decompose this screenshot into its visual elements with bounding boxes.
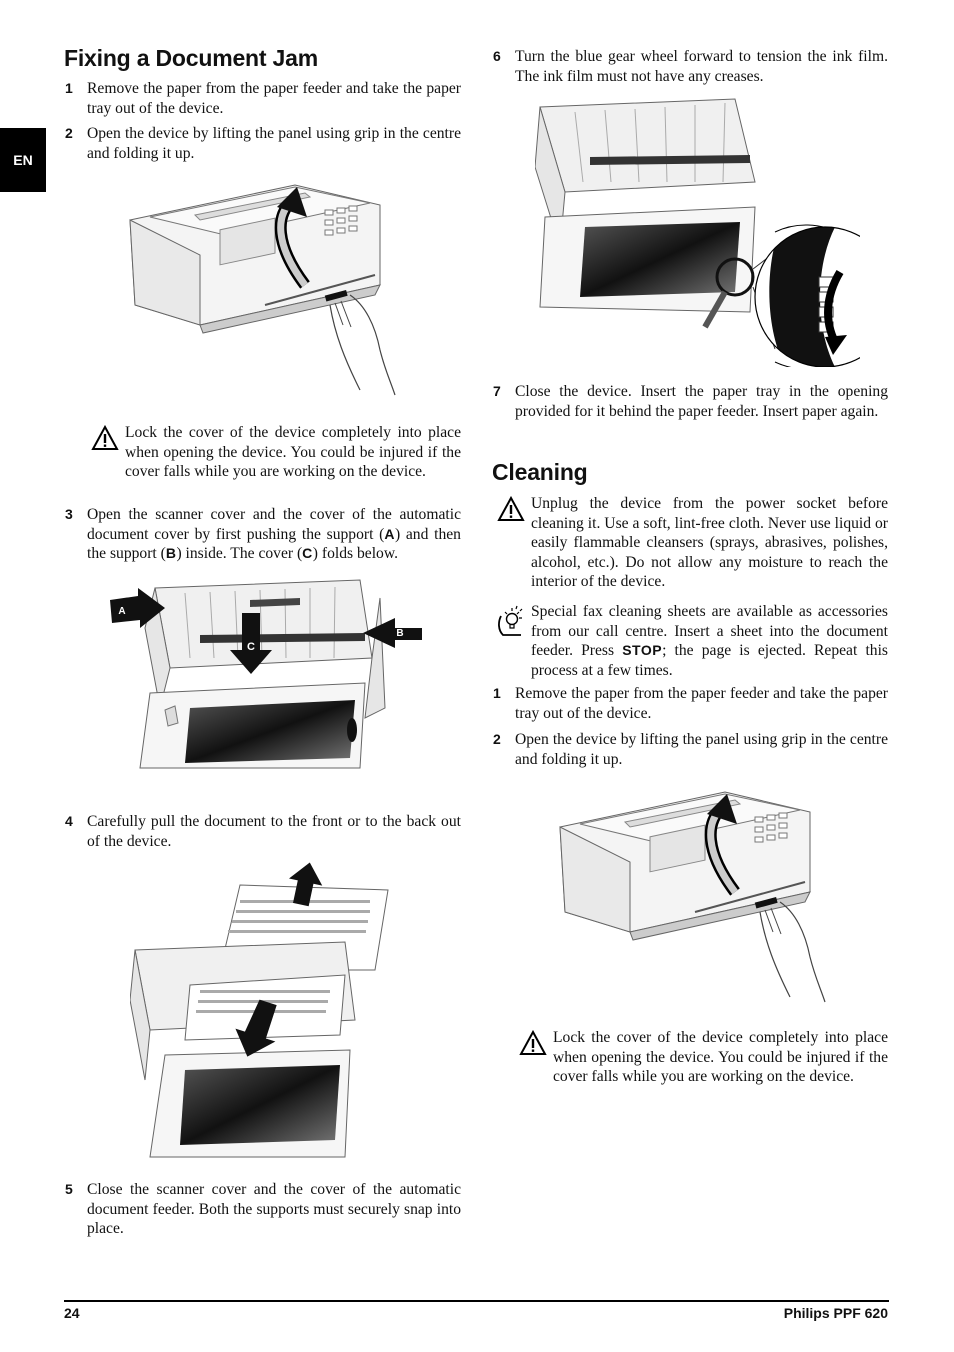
fax-lift-panel-illustration bbox=[129, 184, 396, 396]
label-a: A bbox=[118, 606, 125, 617]
warning-triangle-icon bbox=[519, 1030, 547, 1055]
fax-document-removal-illustration bbox=[130, 862, 389, 1158]
right-warning-note-lock: Lock the cover of the device completely … bbox=[519, 1028, 888, 1087]
left-warning-note-1: Lock the cover of the device completely … bbox=[91, 423, 461, 482]
fax-gear-wheel-illustration bbox=[535, 98, 860, 367]
right-tip-note: Special fax cleaning sheets are availabl… bbox=[498, 602, 888, 680]
left-step-2: 2 Open the device by lifting the panel u… bbox=[65, 125, 461, 162]
warning-triangle-icon bbox=[497, 496, 525, 521]
product-name: Philips PPF 620 bbox=[783, 1305, 888, 1321]
warning-triangle-icon bbox=[91, 425, 119, 450]
right-step-6: 6 Turn the blue gear wheel forward to te… bbox=[493, 48, 888, 85]
language-tab: EN bbox=[0, 128, 46, 192]
right-step-7: 7 Close the device. Insert the paper tra… bbox=[493, 383, 888, 420]
right-step-1: 1 Remove the paper from the paper feeder… bbox=[493, 685, 888, 722]
page-number: 24 bbox=[64, 1305, 80, 1321]
label-c: C bbox=[247, 641, 255, 653]
label-b: B bbox=[396, 628, 403, 639]
left-step-3: 3 Open the scanner cover and the cover o… bbox=[65, 506, 461, 562]
fax-open-abc-illustration: A B C bbox=[110, 579, 422, 769]
fax-lift-panel-illustration-right bbox=[559, 791, 826, 1003]
right-warning-note-cleaning: Unplug the device from the power socket … bbox=[497, 494, 888, 592]
heading-fixing-document-jam: Fixing a Document Jam bbox=[64, 45, 318, 71]
heading-cleaning: Cleaning bbox=[492, 459, 588, 485]
right-step-2: 2 Open the device by lifting the panel u… bbox=[493, 731, 888, 768]
left-step-1: 1 Remove the paper from the paper feeder… bbox=[65, 80, 461, 117]
left-step-4: 4 Carefully pull the document to the fro… bbox=[65, 813, 461, 850]
footer-rule bbox=[64, 1300, 889, 1302]
lightbulb-tip-icon bbox=[498, 605, 523, 636]
left-step-5: 5 Close the scanner cover and the cover … bbox=[65, 1181, 461, 1237]
